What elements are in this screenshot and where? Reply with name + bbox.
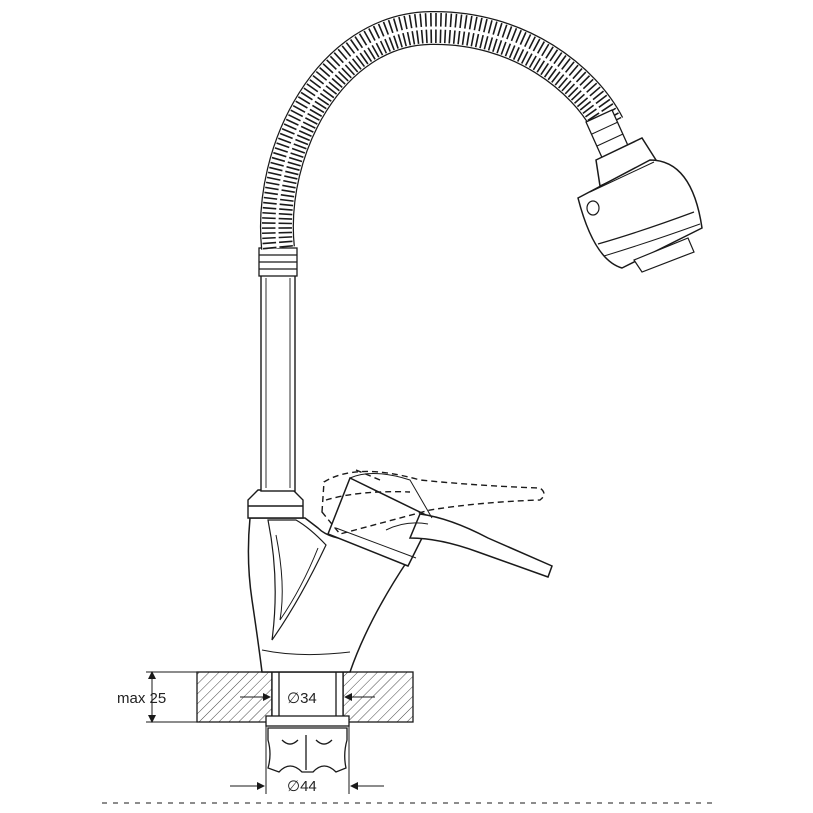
faucet-body (247, 517, 410, 673)
mounting-shank (265, 671, 350, 727)
dimension-thickness-label: max 25 (117, 690, 166, 707)
spout-collar (247, 489, 304, 519)
dimension-thickness (146, 671, 197, 723)
mixer-lever (327, 473, 553, 578)
spout-tube (260, 274, 296, 492)
hose-connector (258, 247, 298, 277)
spray-head (577, 109, 703, 273)
fixing-nut (267, 727, 348, 773)
dimension-hole-label: ∅34 (287, 690, 317, 707)
dimension-base-label: ∅44 (287, 778, 317, 795)
mixer-lever-alt-position (321, 469, 545, 535)
flexible-hose (260, 10, 624, 250)
dimension-base (230, 726, 384, 794)
